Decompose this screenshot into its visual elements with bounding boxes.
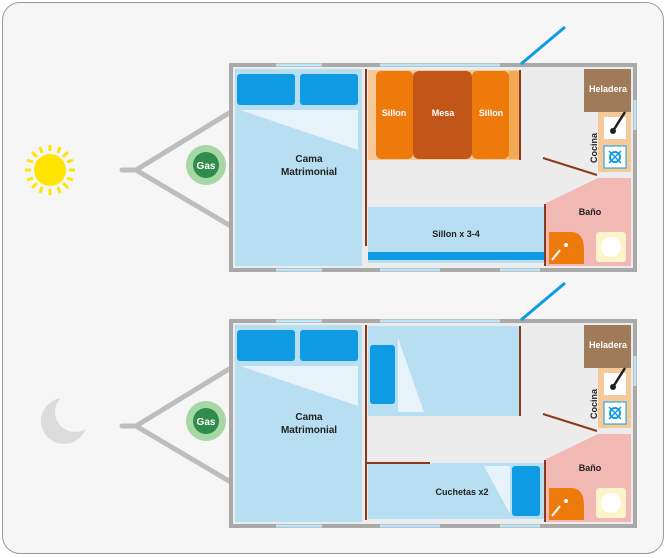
gas-tank-night: Gas [186, 401, 226, 441]
double-bed-day: Cama Matrimonial [235, 69, 362, 266]
bathroom-night: Baño [546, 434, 631, 522]
door-night [520, 281, 566, 322]
double-bed-night: Cama Matrimonial [235, 325, 362, 522]
bottom-sofa-day: Sillon x 3-4 [368, 207, 544, 263]
bunk-beds-night: Cuchetas x2 [366, 462, 544, 519]
heladera-label-night: Heladera [589, 340, 628, 350]
windows-night [276, 319, 637, 528]
gas-label-night: Gas [197, 417, 216, 428]
bed-label-line1: Cama [295, 154, 323, 165]
tow-hitch [119, 107, 237, 231]
heladera-label: Heladera [589, 84, 628, 94]
gas-label: Gas [197, 161, 216, 172]
bed-label-line2: Matrimonial [281, 167, 337, 178]
bed-label-line1-night: Cama [295, 412, 323, 423]
bottom-sofa-label: Sillon x 3-4 [432, 229, 480, 239]
mesa-label: Mesa [432, 108, 456, 118]
cocina-label: Cocina [589, 132, 599, 163]
dinette-day: Sillon Mesa Sillon [368, 70, 520, 160]
moon-icon [41, 392, 95, 444]
bunks-label: Cuchetas x2 [435, 487, 488, 497]
dinette-bed-night [368, 326, 520, 416]
bano-label: Baño [579, 207, 602, 217]
windows-day [276, 63, 637, 272]
gas-tank: Gas [186, 145, 226, 185]
bed-label-line2-night: Matrimonial [281, 425, 337, 436]
door-day [520, 25, 566, 66]
cocina-label-night: Cocina [589, 388, 599, 419]
kitchen-day: Heladera Cocina [584, 69, 631, 172]
day-plan: Gas Cama Matrimonial [25, 25, 637, 272]
kitchen-night: Heladera Cocina [584, 325, 631, 428]
sun-icon [25, 145, 75, 195]
tow-hitch-night [119, 363, 237, 487]
bano-label-night: Baño [579, 463, 602, 473]
night-plan: Gas Cama Matrimonial [41, 281, 637, 528]
bathroom-day: Baño [546, 178, 631, 266]
sillon-left-label: Sillon [382, 108, 407, 118]
sillon-right-label: Sillon [479, 108, 504, 118]
